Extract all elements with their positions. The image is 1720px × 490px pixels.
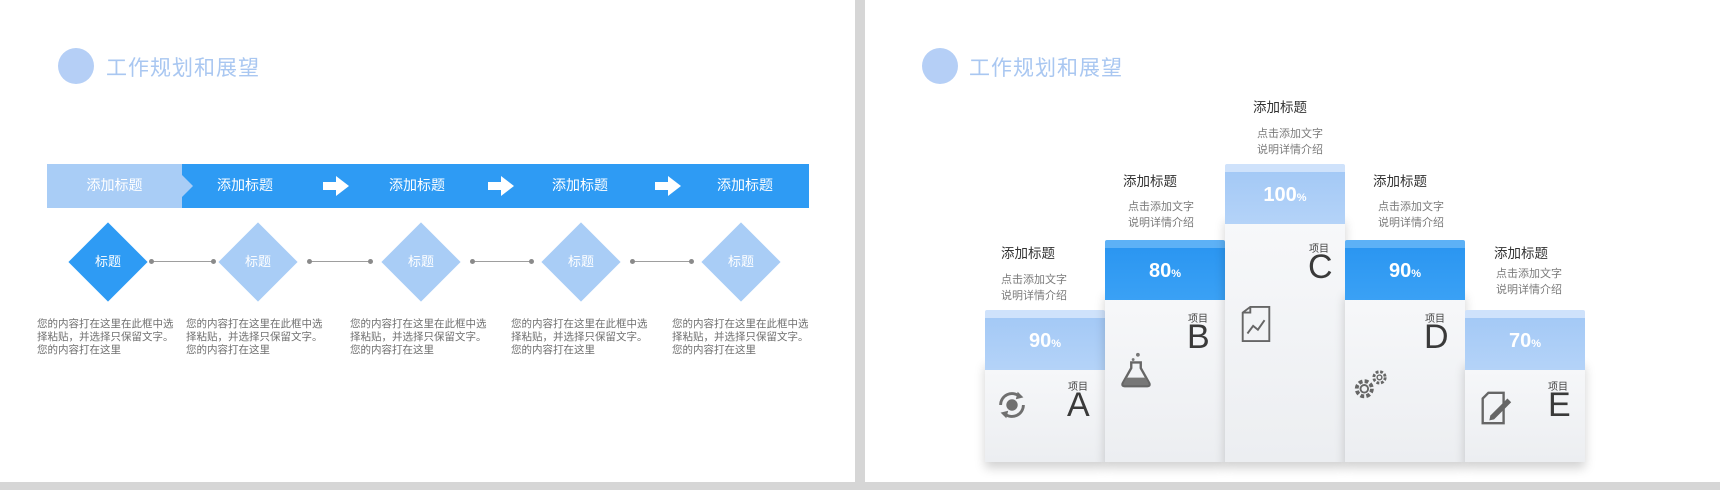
column-b-desc-line1: 点击添加文字 [1128,200,1194,213]
process-bar: 添加标题 添加标题 添加标题 添加标题 添加标题 [47,164,809,208]
item-label: 项目 [1548,382,1568,393]
diamond-label-2: 标题 [244,255,271,270]
item-letter: B [1187,318,1210,356]
percent-value: 70% [1508,330,1542,352]
column-body [1225,216,1345,462]
item-label: 项目 [1068,382,1088,393]
step-5-description: 您的内容打在这里在此框中选择粘贴，并选择只保留文字。您的内容打在这里 [672,318,809,356]
diamond-label-4: 标题 [567,255,594,270]
column-d-title: 添加标题 [1373,174,1427,190]
item-label: 项目 [1188,314,1208,325]
project-column-d: 90% 项目 D [1345,240,1465,462]
edit-document-icon [1481,391,1512,425]
column-d-desc-line2: 说明详情介绍 [1378,216,1444,229]
flask-icon [1121,352,1151,388]
arrow-right-icon [488,176,514,196]
item-letter: A [1067,386,1090,424]
title-bullet-circle [922,48,958,84]
column-cap [1225,172,1345,224]
column-e-title: 添加标题 [1494,246,1548,262]
column-body [1345,290,1465,462]
arrow-right-icon [323,176,349,196]
arrow-right-icon [655,176,681,196]
connector-line [149,259,216,264]
project-column-c: 100% 项目 C [1225,164,1345,462]
column-a-desc-line2: 说明详情介绍 [1001,289,1067,302]
column-b-desc-line2: 说明详情介绍 [1128,216,1194,229]
column-a-title: 添加标题 [1001,246,1055,262]
step-4-description: 您的内容打在这里在此框中选择粘贴，并选择只保留文字。您的内容打在这里 [511,318,648,356]
column-body [1105,290,1225,462]
project-column-b: 80% 项目 B [1105,240,1225,462]
diamond-label-1: 标题 [94,255,121,270]
process-step-1-label[interactable]: 添加标题 [86,178,143,194]
step-2-description: 您的内容打在这里在此框中选择粘贴，并选择只保留文字。您的内容打在这里 [186,318,323,356]
column-c-title: 添加标题 [1253,100,1307,116]
connector-line [630,259,694,264]
slide-title: 工作规划和展望 [106,56,260,80]
item-letter: C [1308,248,1333,286]
step-3-description: 您的内容打在这里在此框中选择粘贴，并选择只保留文字。您的内容打在这里 [350,318,487,356]
column-cap-top [1345,240,1465,250]
column-cap [1465,318,1585,370]
project-column-a: 90% 项目 A [985,310,1105,462]
column-body [985,360,1105,462]
column-cap [1105,248,1225,300]
process-step-4-label[interactable]: 添加标题 [552,178,608,194]
item-letter: E [1548,386,1571,424]
process-step-2-label[interactable]: 添加标题 [217,178,273,194]
column-e-desc-line1: 点击添加文字 [1496,267,1562,280]
process-step-1-highlight [47,164,193,208]
column-d-desc-line1: 点击添加文字 [1378,200,1444,213]
connector-line [470,259,534,264]
chart-document-icon [1241,305,1271,343]
column-c-desc-line1: 点击添加文字 [1257,127,1323,140]
title-bullet-circle [58,48,94,84]
item-label: 项目 [1309,244,1329,255]
percent-value: 90% [1388,260,1422,282]
project-column-e: 70% 项目 E [1465,310,1585,462]
percent-value: 90% [1028,330,1062,352]
diamond-label-5: 标题 [727,255,754,270]
step-1-description: 您的内容打在这里在此框中选择粘贴，并选择只保留文字。您的内容打在这里 [37,318,174,356]
slide-work-plan-flow: 工作规划和展望 添加标题 添加标题 添加标题 添加标题 添加标题 标题 标题 标… [0,0,855,482]
column-a-desc-line1: 点击添加文字 [1001,273,1067,286]
column-cap-top [985,310,1105,320]
column-cap [985,318,1105,370]
diamond-label-3: 标题 [407,255,434,270]
percent-value: 80% [1148,260,1182,282]
slide-project-columns: 工作规划和展望 90% 项目 A 80% 项目 B [865,0,1720,482]
process-step-5-label[interactable]: 添加标题 [717,178,773,194]
column-c-desc-line2: 说明详情介绍 [1257,143,1323,156]
process-step-3-label[interactable]: 添加标题 [389,178,445,194]
slide-title: 工作规划和展望 [969,56,1123,80]
column-e-desc-line2: 说明详情介绍 [1496,283,1562,296]
item-label: 项目 [1425,314,1445,325]
refresh-icon [999,391,1025,419]
item-letter: D [1424,318,1449,356]
column-cap [1345,248,1465,300]
column-b-title: 添加标题 [1123,174,1177,190]
connector-line [307,259,373,264]
column-cap-top [1225,164,1345,174]
column-cap-top [1105,240,1225,250]
column-cap-top [1465,310,1585,320]
percent-value: 100% [1263,184,1307,206]
gears-icon [1354,370,1387,399]
column-body [1465,360,1585,462]
